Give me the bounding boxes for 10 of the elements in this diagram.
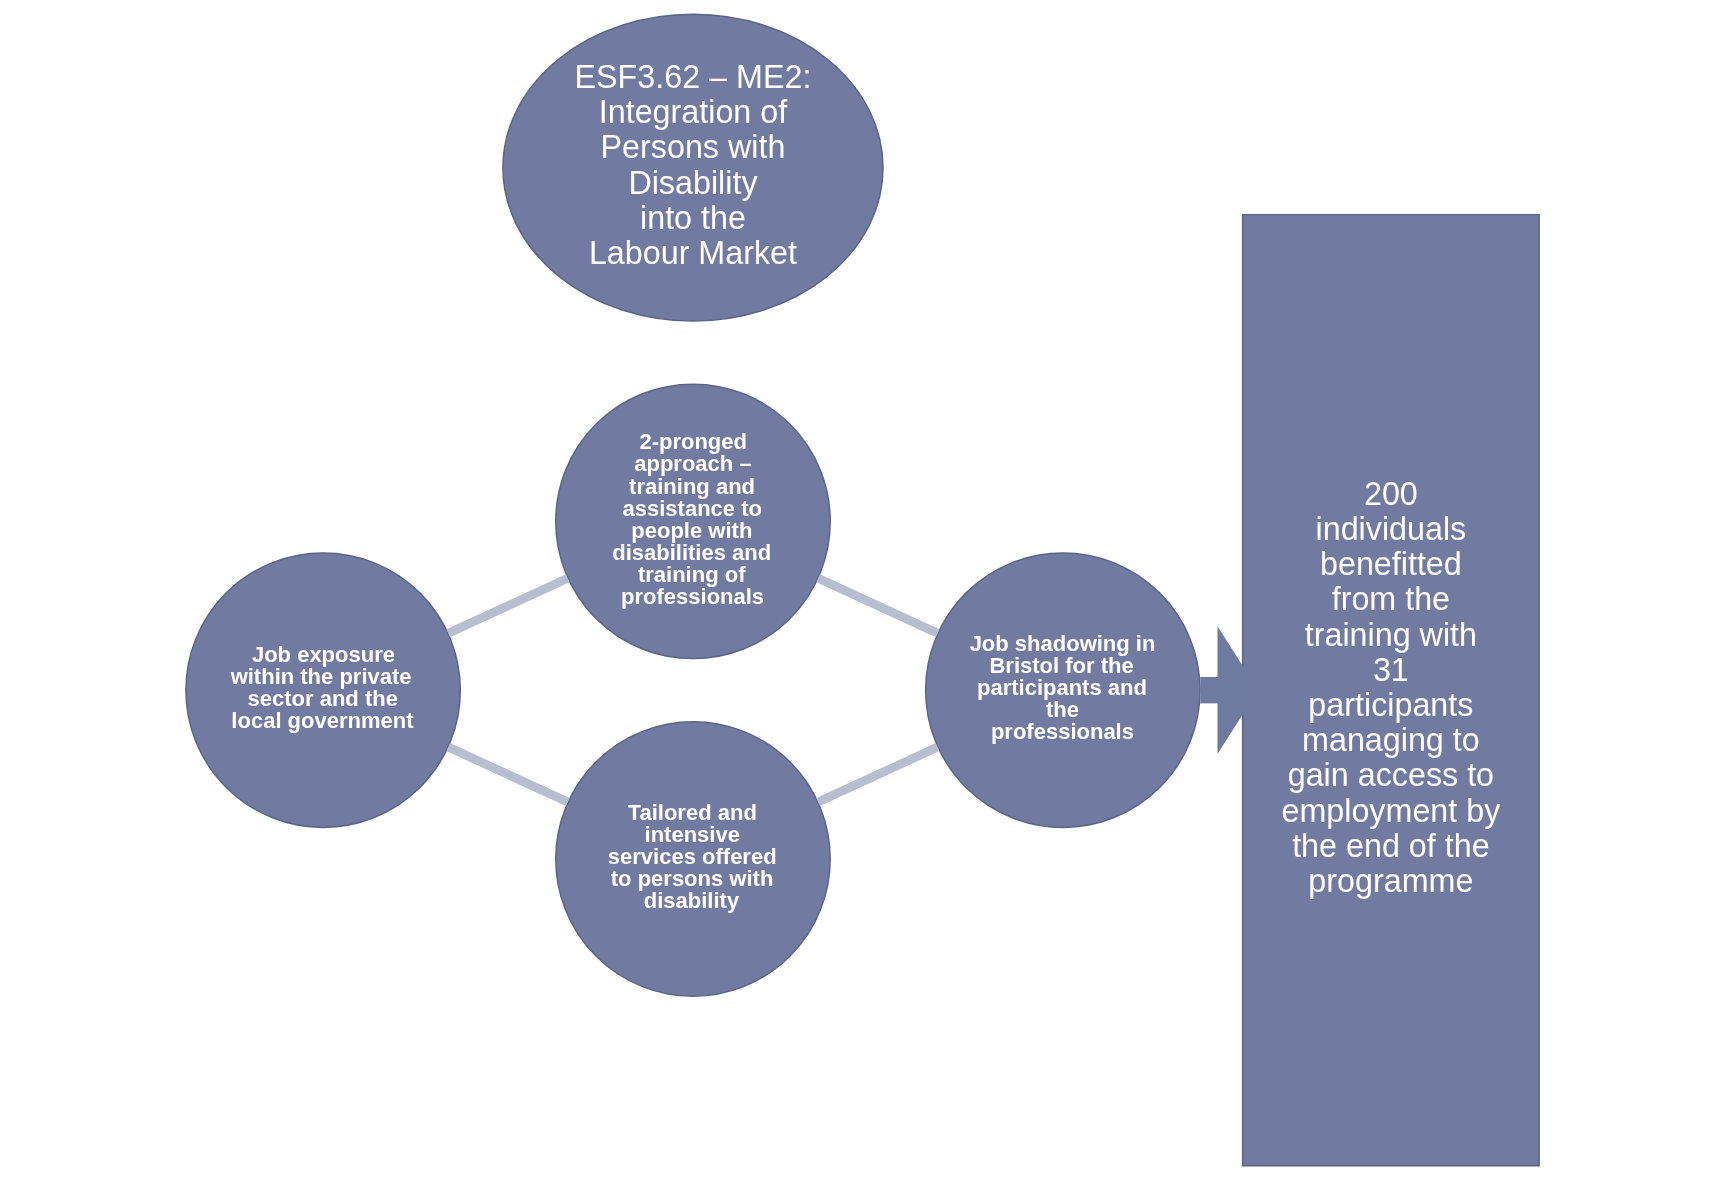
node-ellipse: ESF3.62 – ME2: Integration of Persons with Disability into the Labour Market [502,13,884,322]
connector [446,574,570,638]
node-circle: 2-pronged approach – training and assistance to people with disabilities and training of professionals [555,383,831,660]
connector [816,743,940,807]
node-circle: Job shadowing in Bristol for the participants and the professionals [924,552,1201,829]
node-circle: Job exposure within the private sector and the local government [185,552,462,829]
connector [446,743,570,806]
node-box: 200 individuals benefitted from the training with 31 participants managing to gain access to employment by the end of the programme [1241,213,1540,1167]
node-circle: Tailored and intensive services offered to persons with disability [555,721,831,997]
connector [816,574,940,638]
